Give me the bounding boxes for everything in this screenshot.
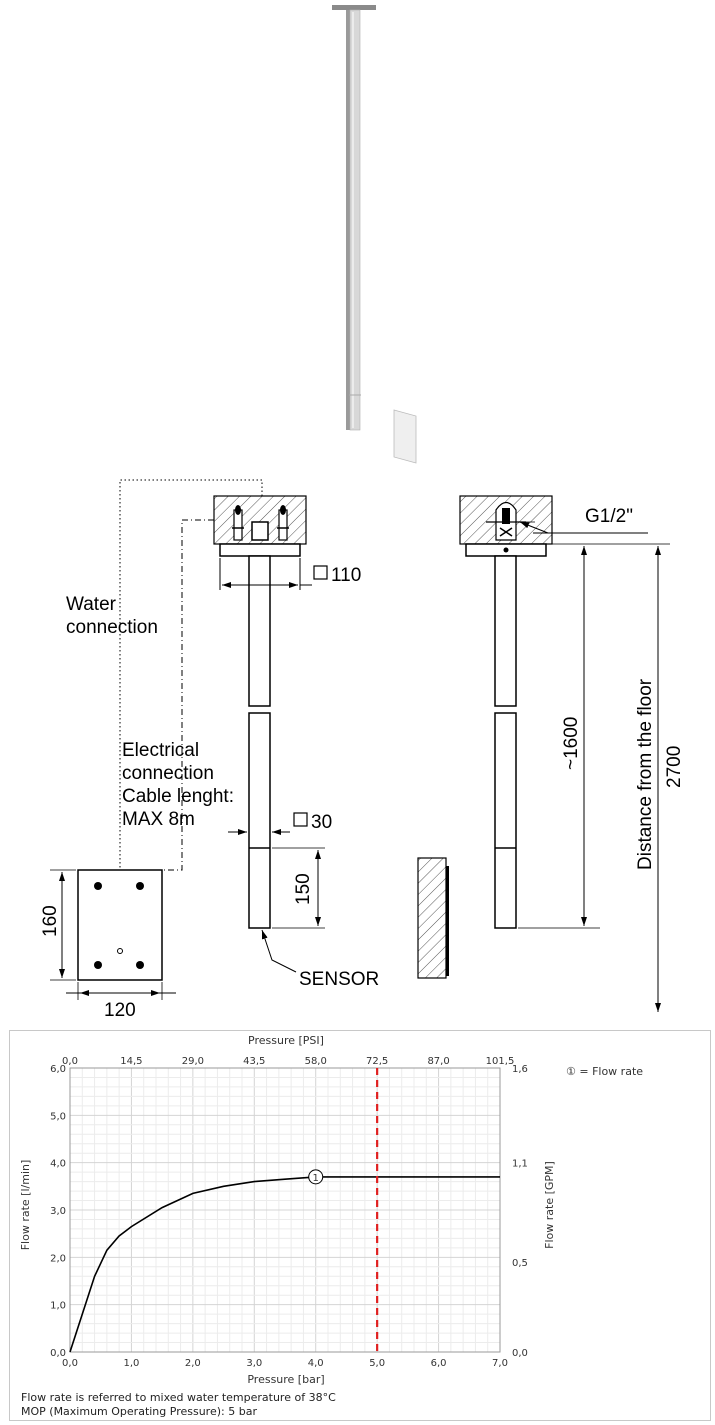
y-tick-label: 6,0 [50,1064,66,1075]
arm-lower-front [248,712,271,929]
dim-150-label: 150 [293,873,314,905]
electrical-label-4: MAX 8m [122,809,195,830]
x-tick-label: 0,0 [62,1358,78,1369]
x-tick-label: 2,0 [185,1358,201,1369]
electrical-label-1: Electrical [122,740,199,761]
y2-tick-label: 0,0 [512,1348,528,1359]
x2-tick-label: 14,5 [120,1056,142,1067]
sensor-panel [393,409,417,464]
wall-panel-side [417,857,447,979]
x2-axis-title: Pressure [PSI] [248,1034,324,1047]
connector-box [251,521,269,541]
x-tick-label: 6,0 [431,1358,447,1369]
x2-tick-label: 43,5 [243,1056,265,1067]
x2-tick-label: 58,0 [305,1056,327,1067]
thread-label: G1/2" [585,506,633,527]
arm-upper-front [248,555,271,707]
y-tick-label: 2,0 [50,1253,66,1264]
y-tick-label: 4,0 [50,1159,66,1170]
y2-tick-label: 0,5 [512,1258,528,1269]
y-tick-label: 5,0 [50,1111,66,1122]
x2-tick-label: 72,5 [366,1056,388,1067]
x-tick-label: 7,0 [492,1358,508,1369]
valve-side-icon [486,501,526,541]
x2-tick-label: 87,0 [427,1056,449,1067]
y-axis-title: Flow rate [l/min] [19,1160,32,1251]
valve-left-icon [232,505,244,541]
series-marker-label: 1 [313,1173,319,1184]
chart-frame [9,1030,711,1421]
series-marker [308,1169,324,1185]
flow-curve-series [69,1176,500,1353]
water-connection-label-2: connection [66,617,158,638]
front-view: 110 30 150 SENSOR [213,495,379,990]
side-view: G1/2" ~1600 Distance from the floor 2700 [417,495,685,1012]
chart-note-mop: MOP (Maximum Operating Pressure): 5 bar [21,1405,257,1418]
y2-tick-label: 1,1 [512,1159,528,1170]
arm-upper-side [494,555,517,707]
control-box: 160 120 [40,869,176,1021]
square-symbol-icon [313,565,328,580]
x2-tick-label: 101,5 [486,1056,515,1067]
sensor-label: SENSOR [299,969,379,990]
y-tick-label: 3,0 [50,1206,66,1217]
dim-160-label: 160 [40,905,61,937]
x-tick-label: 4,0 [308,1358,324,1369]
y-tick-label: 0,0 [50,1348,66,1359]
square-symbol-icon [293,812,308,827]
valve-right-icon [277,505,289,541]
arm-lower-side [494,712,517,929]
x-tick-label: 3,0 [246,1358,262,1369]
chart-grid [69,1067,501,1353]
flow-rate-chart: 0,0 1,0 2,0 3,0 4,0 5,0 6,0 7,0 0,0 14,5 29,0 43,5 5… [9,1030,711,1421]
ceiling-plate [332,5,376,10]
dim-30-label: 30 [311,812,332,833]
electrical-label-2: connection [122,763,214,784]
x-tick-label: 5,0 [369,1358,385,1369]
x-axis-title: Pressure [bar] [247,1373,324,1386]
dim-110-label: 110 [331,565,361,586]
plot-area [69,1067,501,1353]
dim-120-label: 120 [104,1000,136,1021]
x-tick-label: 1,0 [123,1358,139,1369]
electrical-label-3: Cable lenght: [122,786,234,807]
connections: Water connection Electrical connection C… [66,479,263,871]
y2-axis-title: Flow rate [GPM] [543,1161,556,1249]
dim-1600-label: ~1600 [561,717,582,770]
y-tick-label: 1,0 [50,1301,66,1312]
chart-legend: ① = Flow rate [566,1065,643,1078]
water-connection-label-1: Water [66,594,117,615]
x2-tick-label: 29,0 [182,1056,204,1067]
chart-ticks: 0,0 1,0 2,0 3,0 4,0 5,0 6,0 7,0 0,0 14,5 29,0 43,5 5… [50,1056,528,1369]
floor-distance-label-1: Distance from the floor [635,678,656,870]
product-render [332,5,417,464]
x2-tick-label: 0,0 [62,1056,78,1067]
arm-shadow [346,10,350,430]
y2-tick-label: 1,6 [512,1064,528,1075]
floor-distance-label-2: 2700 [664,746,685,788]
mount-plate-front [219,543,301,557]
chart-note-temperature: Flow rate is referred to mixed water tem… [21,1391,336,1404]
arm-body [349,9,361,431]
